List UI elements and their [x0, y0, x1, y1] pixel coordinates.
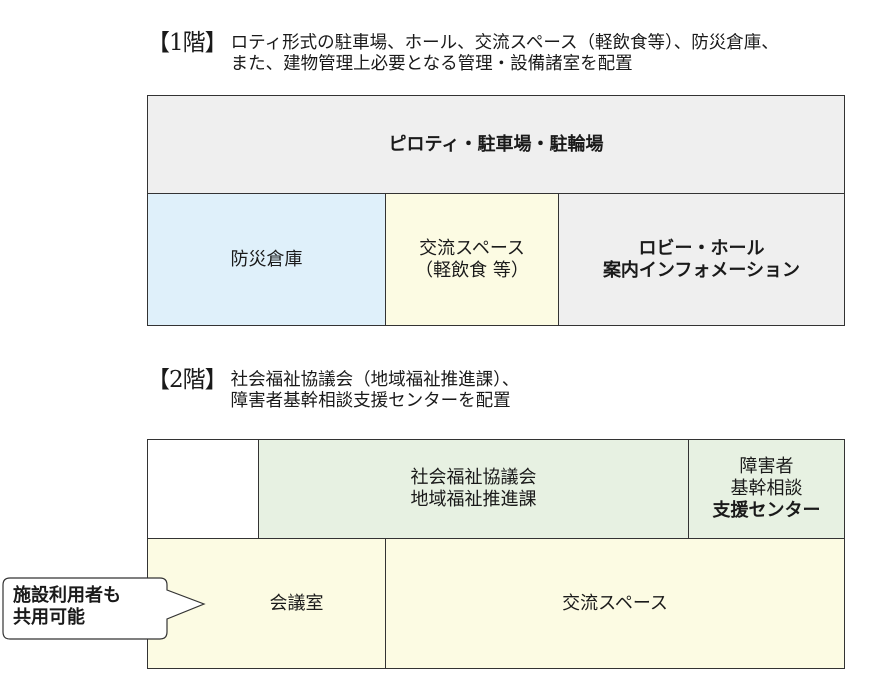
room-exchange-label-1: 交流スペース [419, 237, 525, 259]
floor2-desc-line1: 社会福祉協議会（地域福祉推進課）、 [230, 370, 520, 390]
room-support-label-2: 基幹相談 [730, 478, 803, 499]
room-meeting-label: 会議室 [269, 592, 324, 614]
room-exchange2-label: 交流スペース [562, 592, 668, 614]
room-storage-label: 防災倉庫 [230, 248, 303, 270]
floor2-desc-line2: 障害者基幹相談支援センターを配置 [230, 391, 511, 411]
room-support-label-1: 障害者 [739, 456, 794, 477]
room-disability-support-center: 障害者 基幹相談 支援センター [688, 439, 845, 539]
floor1-tag: 【1階】 [147, 30, 228, 56]
room-piloti-label: ピロティ・駐車場・駐輪場 [388, 133, 604, 155]
room-council-label-1: 社会福祉協議会 [410, 467, 537, 488]
floor1-desc-line2: また、建物管理上必要となる管理・設備諸室を配置 [230, 54, 633, 74]
floor1-description: ロティ形式の駐車場、ホール、交流スペース（軽飲食等）、防災倉庫、 また、建物管理… [231, 33, 779, 75]
floor1-desc-line1: ロティ形式の駐車場、ホール、交流スペース（軽飲食等）、防災倉庫、 [230, 33, 779, 53]
floor2-description: 社会福祉協議会（地域福祉推進課）、 障害者基幹相談支援センターを配置 [231, 370, 520, 412]
callout-text: 施設利用者も 共用可能 [13, 585, 121, 629]
callout-line2: 共用可能 [13, 607, 85, 628]
room-exchange-space-1f: 交流スペース （軽飲食 等） [385, 193, 559, 326]
room-lobby-hall: ロビー・ホール 案内インフォメーション [558, 193, 845, 326]
room-council-label-2: 地域福祉推進課 [410, 489, 537, 510]
room-disaster-storage: 防災倉庫 [147, 193, 386, 326]
room-blank [147, 439, 259, 539]
room-meeting: 会議室 [147, 538, 386, 669]
floor2-heading: 【2階】 社会福祉協議会（地域福祉推進課）、 障害者基幹相談支援センターを配置 [147, 367, 519, 412]
room-support-label-3: 支援センター [712, 500, 821, 521]
floor1-heading: 【1階】 ロティ形式の駐車場、ホール、交流スペース（軽飲食等）、防災倉庫、 また… [147, 30, 779, 75]
room-lobby-label-1: ロビー・ホール [638, 237, 765, 259]
room-piloti-parking: ピロティ・駐車場・駐輪場 [147, 95, 845, 194]
room-social-welfare-council: 社会福祉協議会 地域福祉推進課 [258, 439, 689, 539]
callout-line1: 施設利用者も [13, 585, 121, 606]
room-lobby-label-2: 案内インフォメーション [602, 259, 801, 281]
room-exchange-space-2f: 交流スペース [385, 538, 845, 669]
floor2-tag: 【2階】 [147, 367, 228, 393]
room-exchange-label-2: （軽飲食 等） [415, 259, 529, 281]
